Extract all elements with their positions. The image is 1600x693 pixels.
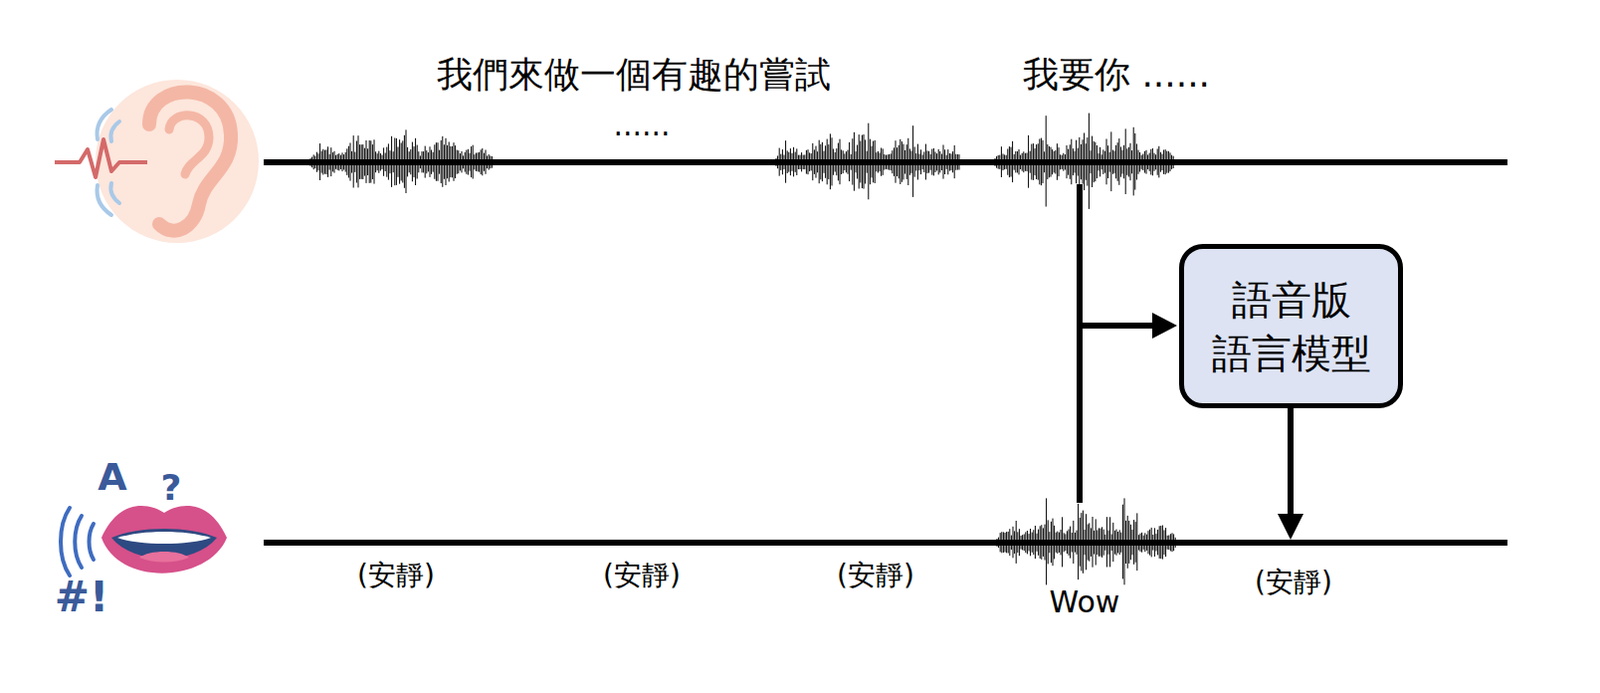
model-label: 語音版 語言模型 bbox=[1207, 272, 1376, 381]
output-timeline bbox=[263, 539, 1508, 546]
response-text: Wow bbox=[1049, 585, 1121, 620]
silence-label: (安靜) bbox=[357, 559, 435, 592]
silence-label: (安靜) bbox=[836, 559, 915, 592]
waveform bbox=[776, 123, 960, 200]
ear-icon bbox=[54, 79, 259, 243]
utterance-text: 我要你 ...... bbox=[1022, 53, 1210, 95]
waveform bbox=[997, 497, 1176, 585]
utterance-text: 我們來做一個有趣的嘗試 bbox=[436, 53, 831, 95]
mouth-icon bbox=[60, 505, 227, 576]
flow-line bbox=[1287, 407, 1294, 516]
waveform bbox=[995, 113, 1174, 209]
silence-label: (安靜) bbox=[1254, 566, 1333, 599]
model-box: 語音版 語言模型 bbox=[1179, 243, 1403, 408]
silence-label: (安靜) bbox=[602, 559, 681, 592]
arrow-head bbox=[1277, 513, 1304, 540]
waveforms bbox=[310, 113, 1176, 586]
arrow-head bbox=[1152, 312, 1178, 339]
icon-symbol: #! bbox=[54, 573, 109, 621]
waveform bbox=[310, 129, 492, 194]
icon-symbol: ? bbox=[161, 466, 183, 508]
flow-line bbox=[1076, 322, 1155, 329]
ellipsis: ...... bbox=[612, 108, 670, 144]
flow-line bbox=[1076, 184, 1083, 503]
icon-letter: A bbox=[97, 455, 127, 500]
